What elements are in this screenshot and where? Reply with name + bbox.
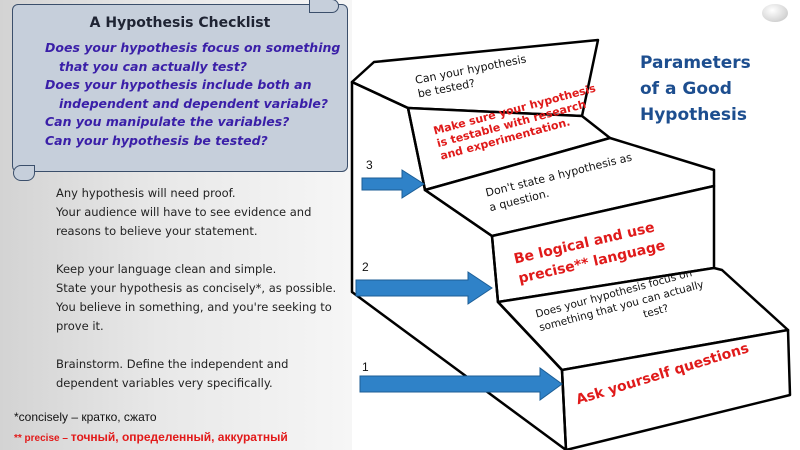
scroll-curl-bottom bbox=[13, 165, 35, 181]
paragraph-proof: Any hypothesis will need proof. Your aud… bbox=[56, 184, 346, 241]
page-title: Parameters of a Good Hypothesis bbox=[640, 50, 770, 128]
checklist-list: Does your hypothesis focus on something … bbox=[45, 39, 345, 150]
checklist-item: Can your hypothesis be tested? bbox=[45, 132, 268, 148]
arrow-2 bbox=[355, 271, 493, 305]
paragraph-language: Keep your language clean and simple. Sta… bbox=[56, 260, 346, 336]
stairs-side-steps bbox=[351, 80, 568, 450]
stairs-outline bbox=[350, 38, 792, 450]
checklist-scroll: A Hypothesis Checklist Does your hypothe… bbox=[12, 0, 348, 181]
checklist-title: A Hypothesis Checklist bbox=[89, 15, 271, 31]
footnote-concisely: *concisely – кратко, сжато bbox=[14, 410, 157, 424]
text-line: State your hypothesis as concisely*, as … bbox=[56, 281, 337, 295]
stairs-illustration bbox=[350, 38, 792, 450]
step-number-3: 3 bbox=[366, 158, 373, 172]
body-text: Any hypothesis will need proof. Your aud… bbox=[56, 184, 346, 393]
arrow-3 bbox=[361, 169, 425, 199]
text-line: Keep your language clean and simple. bbox=[56, 262, 277, 276]
title-line: of a Good bbox=[640, 79, 732, 99]
text-line: Brainstorm. Define the independent and d… bbox=[56, 357, 289, 390]
paragraph-brainstorm: Brainstorm. Define the independent and d… bbox=[56, 355, 346, 393]
footnote-precise-lead: ** precise – bbox=[14, 433, 71, 444]
footnote-precise: ** precise – точный, определенный, аккур… bbox=[14, 430, 288, 444]
text-line: Any hypothesis will need proof. bbox=[56, 186, 236, 200]
footnote-precise-translation: точный, определенный, аккуратный bbox=[70, 430, 288, 444]
scroll-curl-top bbox=[309, 0, 339, 13]
checklist-item: Can you manipulate the variables? bbox=[45, 114, 290, 129]
left-panel: A Hypothesis Checklist Does your hypothe… bbox=[0, 0, 352, 450]
title-line: Parameters bbox=[640, 53, 751, 73]
step-number-2: 2 bbox=[362, 260, 369, 274]
step-number-1: 1 bbox=[362, 360, 369, 374]
checklist-item: Does your hypothesis include both an ind… bbox=[45, 77, 329, 111]
title-line: Hypothesis bbox=[640, 105, 747, 125]
text-line: You believe in something, and you're see… bbox=[56, 300, 332, 333]
arrow-1 bbox=[359, 367, 563, 401]
logo-orb bbox=[762, 4, 788, 22]
text-line: Your audience will have to see evidence … bbox=[56, 205, 312, 238]
checklist-item: Does your hypothesis focus on something … bbox=[45, 40, 341, 74]
